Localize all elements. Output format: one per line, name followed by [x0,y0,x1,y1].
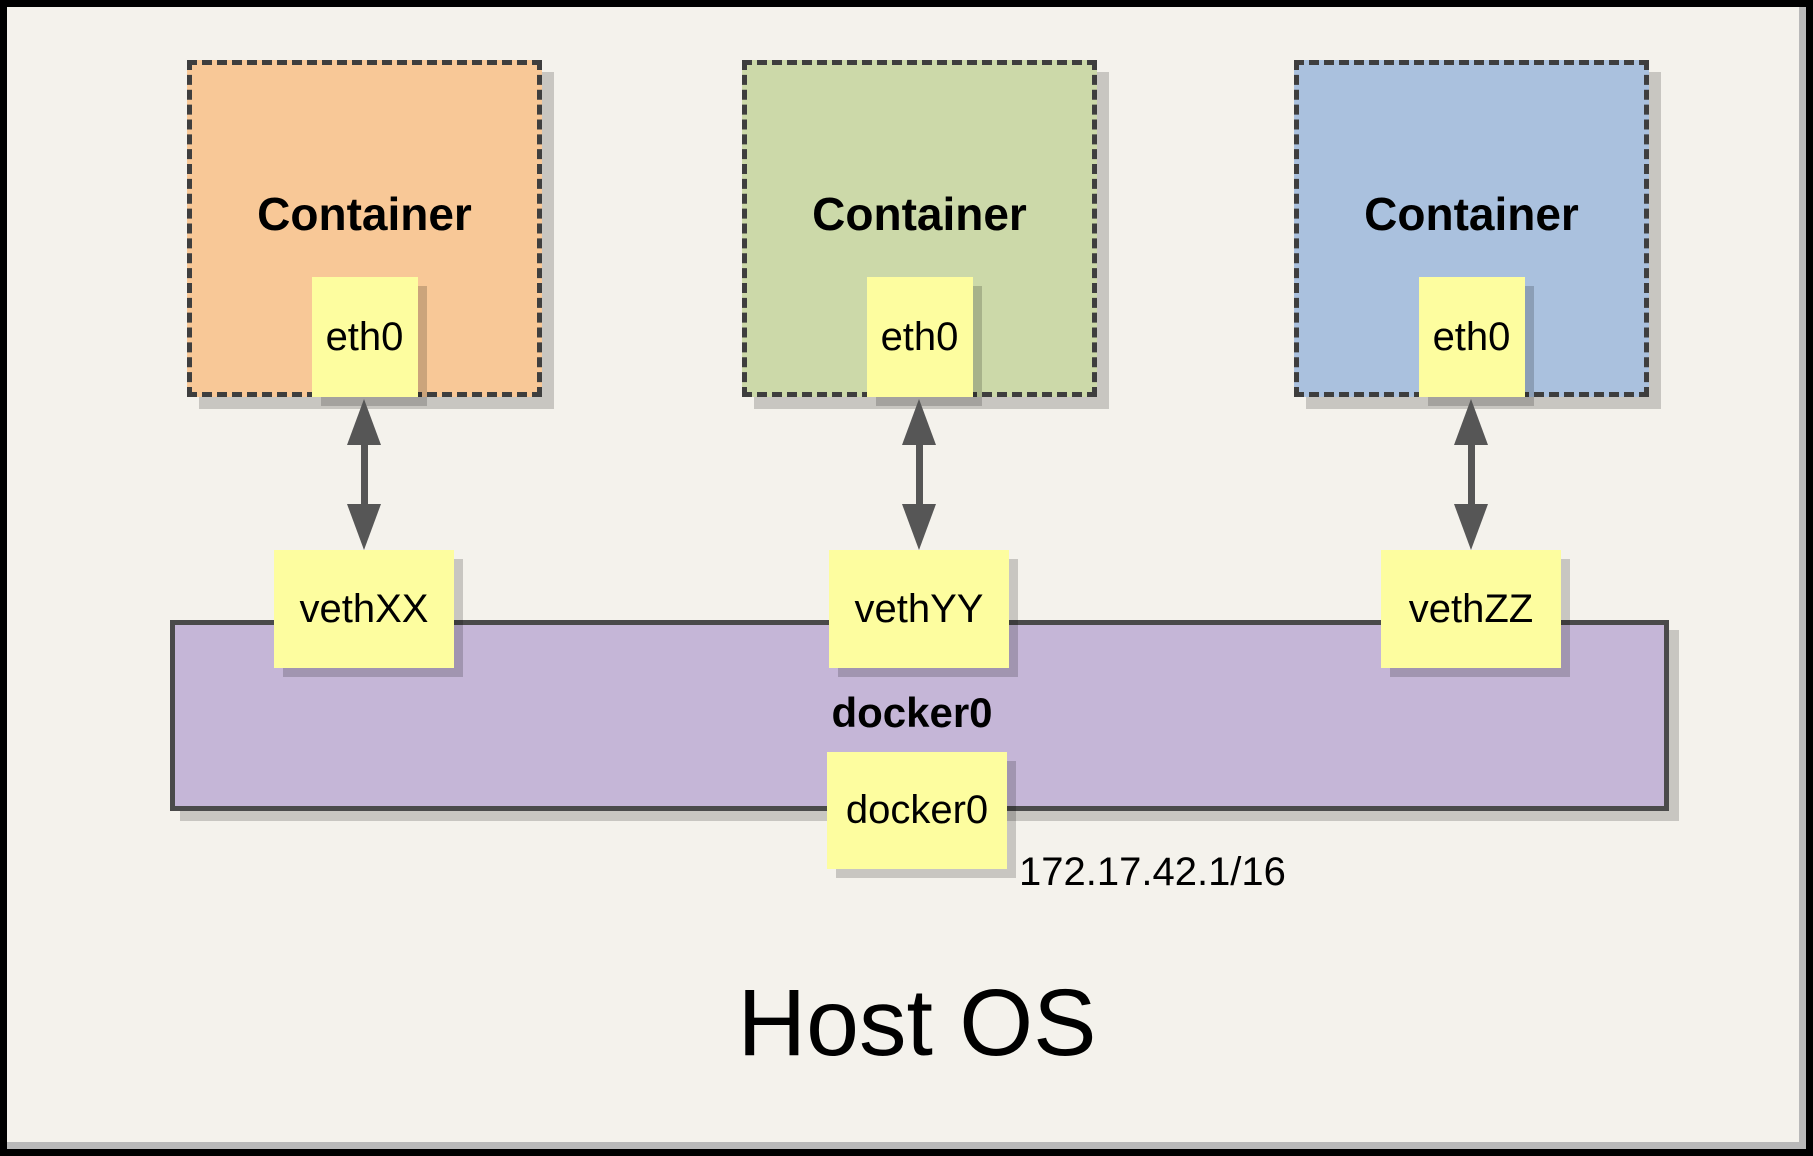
vethXX-label: vethXX [299,586,429,631]
container-box-1: Container eth0 [187,60,542,397]
container-1-label: Container [257,187,472,240]
vethZZ-note: vethZZ [1381,550,1561,668]
container-3-eth0-label: eth0 [1432,314,1511,359]
vethYY-note: vethYY [829,550,1009,668]
bidirectional-arrow-3 [1452,399,1490,550]
vethZZ-label: vethZZ [1408,586,1534,631]
host-os-label: Host OS [737,970,1097,1076]
container-box-2: Container eth0 [742,60,1097,397]
frame-shadow-right [1799,7,1806,1149]
vethYY-label: vethYY [854,586,984,631]
arrow-down-icon [902,504,936,550]
docker0-interface-label: docker0 [845,788,989,832]
container-2-eth0-label: eth0 [880,314,959,359]
container-1-eth0-note: eth0 [311,277,418,397]
docker0-interface-note: docker0 [827,752,1007,869]
arrow-shaft [1467,445,1475,504]
arrow-up-icon [902,399,936,445]
arrow-shaft [915,445,923,504]
container-box-3: Container eth0 [1294,60,1649,397]
vethXX-note: vethXX [274,550,454,668]
bridge-ip-label: 172.17.42.1/16 [1019,850,1286,894]
docker0-bridge-label: docker0 [831,689,993,736]
arrow-shaft [360,445,368,504]
arrow-up-icon [1454,399,1488,445]
container-2-eth0-note: eth0 [866,277,973,397]
bidirectional-arrow-1 [345,399,383,550]
container-2-label: Container [812,187,1027,240]
frame-shadow-bottom [7,1142,1806,1149]
arrow-up-icon [347,399,381,445]
bidirectional-arrow-2 [900,399,938,550]
container-1-eth0-label: eth0 [325,314,404,359]
container-3-label: Container [1364,187,1579,240]
arrow-down-icon [347,504,381,550]
container-3-eth0-note: eth0 [1418,277,1525,397]
arrow-down-icon [1454,504,1488,550]
